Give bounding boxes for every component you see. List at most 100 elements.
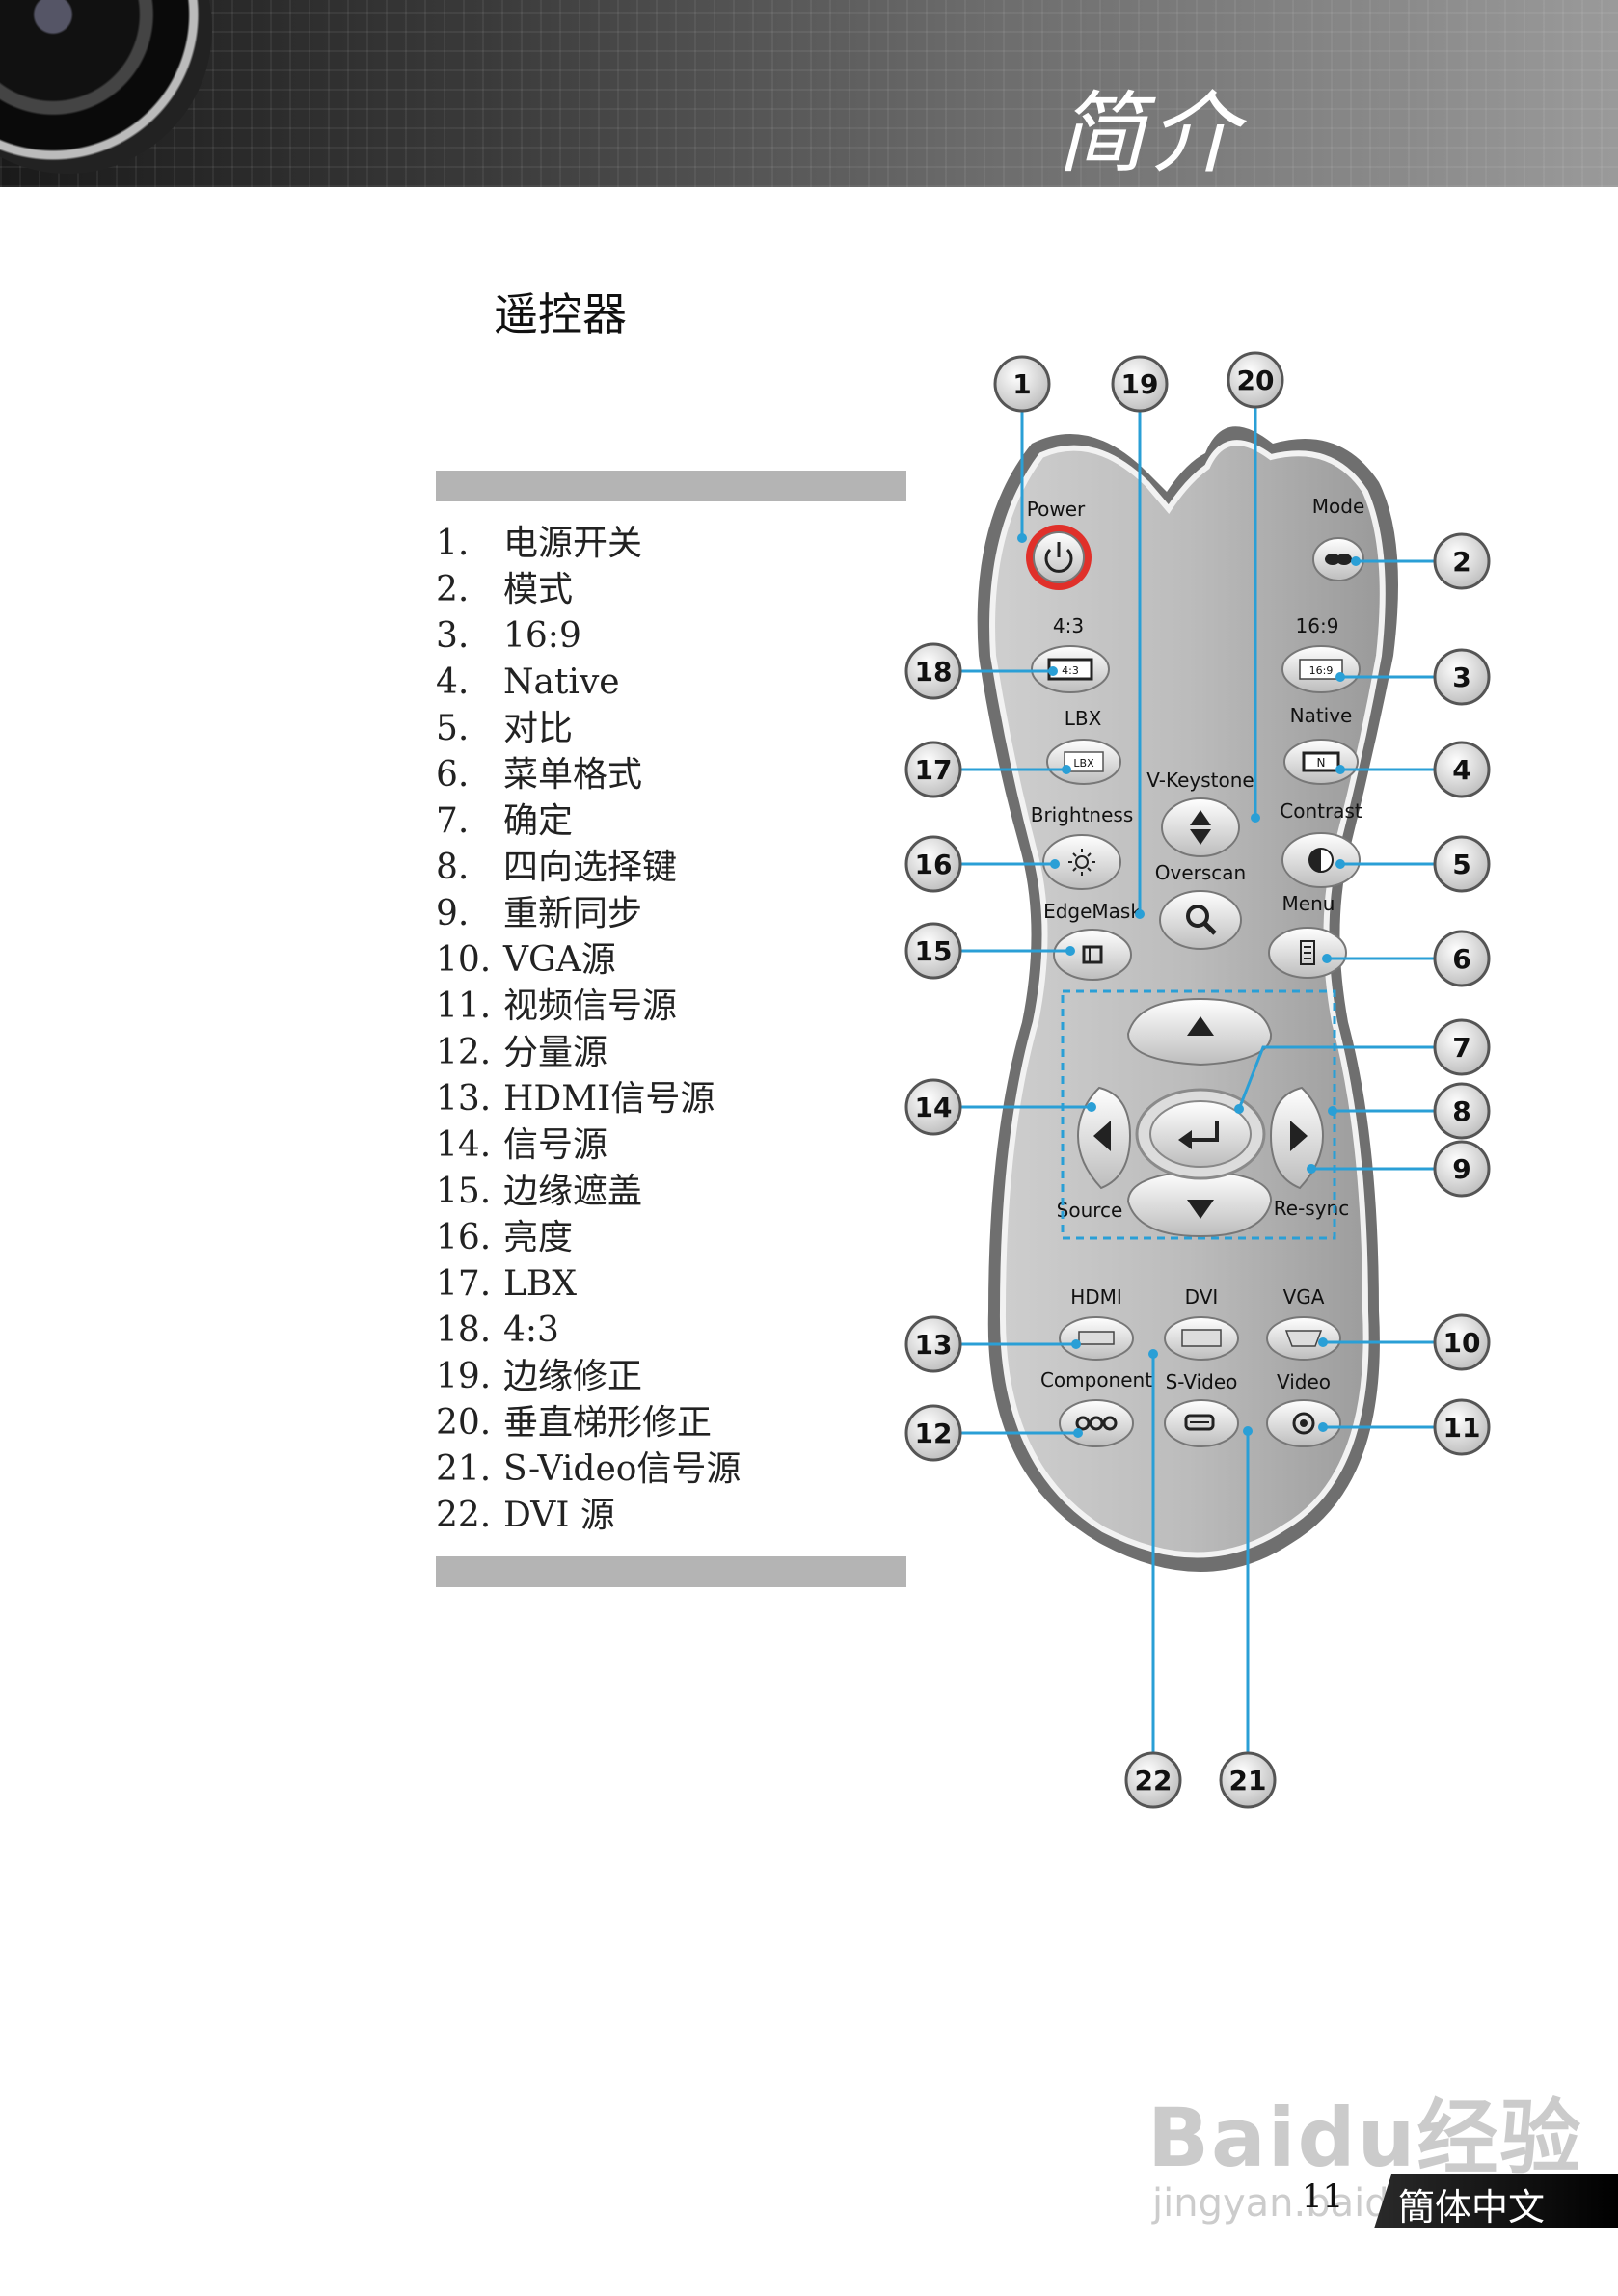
mode-button[interactable]	[1312, 537, 1364, 581]
svg-text:6: 6	[1452, 943, 1470, 975]
edgemask-button[interactable]	[1053, 929, 1132, 981]
lbx-icon	[1064, 751, 1104, 772]
dvi-button[interactable]	[1164, 1316, 1239, 1361]
svideo-button[interactable]	[1164, 1399, 1239, 1447]
svideo-label: S-Video	[1166, 1370, 1238, 1393]
overscan-label: Overscan	[1155, 861, 1246, 884]
arrow-right-icon	[1290, 1121, 1308, 1151]
sun-icon	[1068, 849, 1095, 876]
brightness-label: Brightness	[1031, 803, 1134, 826]
right-resync-button[interactable]	[1269, 1086, 1325, 1190]
list-item: 20.垂直梯形修正	[436, 1403, 713, 1443]
callout-3: 3	[1433, 648, 1491, 706]
divider-bar-bottom	[436, 1556, 906, 1587]
callout-17: 17	[904, 741, 962, 798]
resync-label: Re-sync	[1274, 1197, 1349, 1220]
callout-19: 19	[1111, 355, 1169, 413]
contrast-label: Contrast	[1280, 799, 1362, 823]
hdmi-port-icon	[1078, 1331, 1115, 1345]
native-icon	[1302, 751, 1340, 772]
callout-21: 21	[1219, 1751, 1277, 1809]
callout-16: 16	[904, 835, 962, 893]
list-item: 11.视频信号源	[436, 986, 678, 1026]
ratio-169-icon	[1299, 659, 1343, 680]
native-icon-text: N	[1317, 756, 1326, 770]
edgemask-icon	[1082, 945, 1103, 964]
vga-label: VGA	[1283, 1285, 1325, 1309]
left-source-button[interactable]	[1076, 1086, 1132, 1190]
vkeystone-label: V-Keystone	[1146, 769, 1254, 792]
callout-5: 5	[1433, 835, 1491, 893]
button-legend-list: 1.电源开关 2.模式 3.16:9 4.Native 5.对比 6.菜单格式 …	[436, 521, 741, 1539]
video-button[interactable]	[1266, 1399, 1341, 1447]
divider-bar-top	[436, 471, 906, 501]
svg-text:11: 11	[1443, 1412, 1481, 1444]
callout-18: 18	[904, 642, 962, 700]
svg-text:13: 13	[915, 1329, 953, 1361]
svideo-icon	[1184, 1414, 1215, 1431]
list-item: 10.VGA源	[436, 940, 616, 980]
page-title: 简介	[1056, 82, 1242, 185]
svg-text:16: 16	[915, 849, 953, 880]
svg-text:8: 8	[1452, 1095, 1470, 1127]
brightness-button[interactable]	[1042, 834, 1121, 890]
ratio-169-button[interactable]: 16:9	[1281, 645, 1361, 693]
language-tab	[1374, 2174, 1618, 2228]
svg-text:10: 10	[1443, 1327, 1481, 1359]
svg-text:7: 7	[1452, 1032, 1470, 1064]
callout-4: 4	[1433, 741, 1491, 798]
callout-22: 22	[1124, 1751, 1182, 1809]
contrast-button[interactable]	[1281, 832, 1361, 888]
callout-dots	[1017, 533, 1361, 1438]
enter-icon	[1178, 1121, 1219, 1149]
callout-2: 2	[1433, 532, 1491, 590]
ratio-43-icon-text: 4:3	[1062, 664, 1079, 677]
arrow-left-icon	[1093, 1121, 1111, 1151]
page-number: 11	[1302, 2177, 1344, 2216]
svg-text:19: 19	[1121, 368, 1159, 400]
hdmi-button[interactable]	[1059, 1316, 1134, 1361]
callout-15: 15	[904, 922, 962, 980]
native-button[interactable]: N	[1283, 739, 1359, 785]
menu-label: Menu	[1282, 892, 1335, 915]
svg-text:4: 4	[1452, 754, 1470, 786]
component-button[interactable]	[1059, 1399, 1134, 1447]
svg-text:14: 14	[915, 1092, 953, 1123]
baidu-watermark: Baidu经验	[1147, 2091, 1583, 2185]
enter-button[interactable]	[1135, 1088, 1266, 1180]
lbx-icon-text: LBX	[1073, 757, 1094, 770]
svg-text:17: 17	[915, 754, 953, 786]
list-item: 16.亮度	[436, 1218, 574, 1257]
svg-text:2: 2	[1452, 546, 1470, 578]
list-item: 22.DVI 源	[436, 1496, 615, 1535]
list-item: 9.重新同步	[436, 894, 643, 933]
up-button[interactable]	[1126, 997, 1273, 1067]
video-icon	[1292, 1412, 1315, 1435]
lbx-label: LBX	[1065, 707, 1102, 730]
ratio-43-label: 4:3	[1053, 614, 1084, 637]
list-item: 17.LBX	[436, 1264, 577, 1304]
component-label: Component	[1040, 1368, 1152, 1391]
callout-13: 13	[904, 1315, 962, 1373]
power-button[interactable]	[1026, 525, 1092, 590]
menu-button[interactable]	[1268, 927, 1347, 979]
callout-1: 1	[993, 355, 1051, 413]
ratio-43-button[interactable]: 4:3	[1031, 645, 1110, 693]
overscan-button[interactable]	[1159, 890, 1242, 950]
svg-text:22: 22	[1135, 1765, 1173, 1796]
mode-label: Mode	[1312, 495, 1365, 518]
callout-9: 9	[1433, 1140, 1491, 1198]
callout-11: 11	[1433, 1398, 1491, 1456]
arrow-down-icon	[1187, 1200, 1214, 1219]
updown-arrows-icon	[1190, 810, 1211, 845]
list-item: 5.对比	[436, 709, 574, 748]
dvi-port-icon	[1181, 1329, 1222, 1347]
vkeystone-button[interactable]	[1161, 797, 1240, 857]
vga-button[interactable]	[1266, 1316, 1341, 1361]
list-item: 2.模式	[436, 570, 574, 609]
down-button[interactable]	[1126, 1169, 1273, 1238]
callout-lines	[945, 378, 1437, 1755]
svg-text:9: 9	[1452, 1153, 1470, 1185]
callout-20: 20	[1227, 351, 1284, 409]
lbx-button[interactable]: LBX	[1046, 739, 1121, 785]
